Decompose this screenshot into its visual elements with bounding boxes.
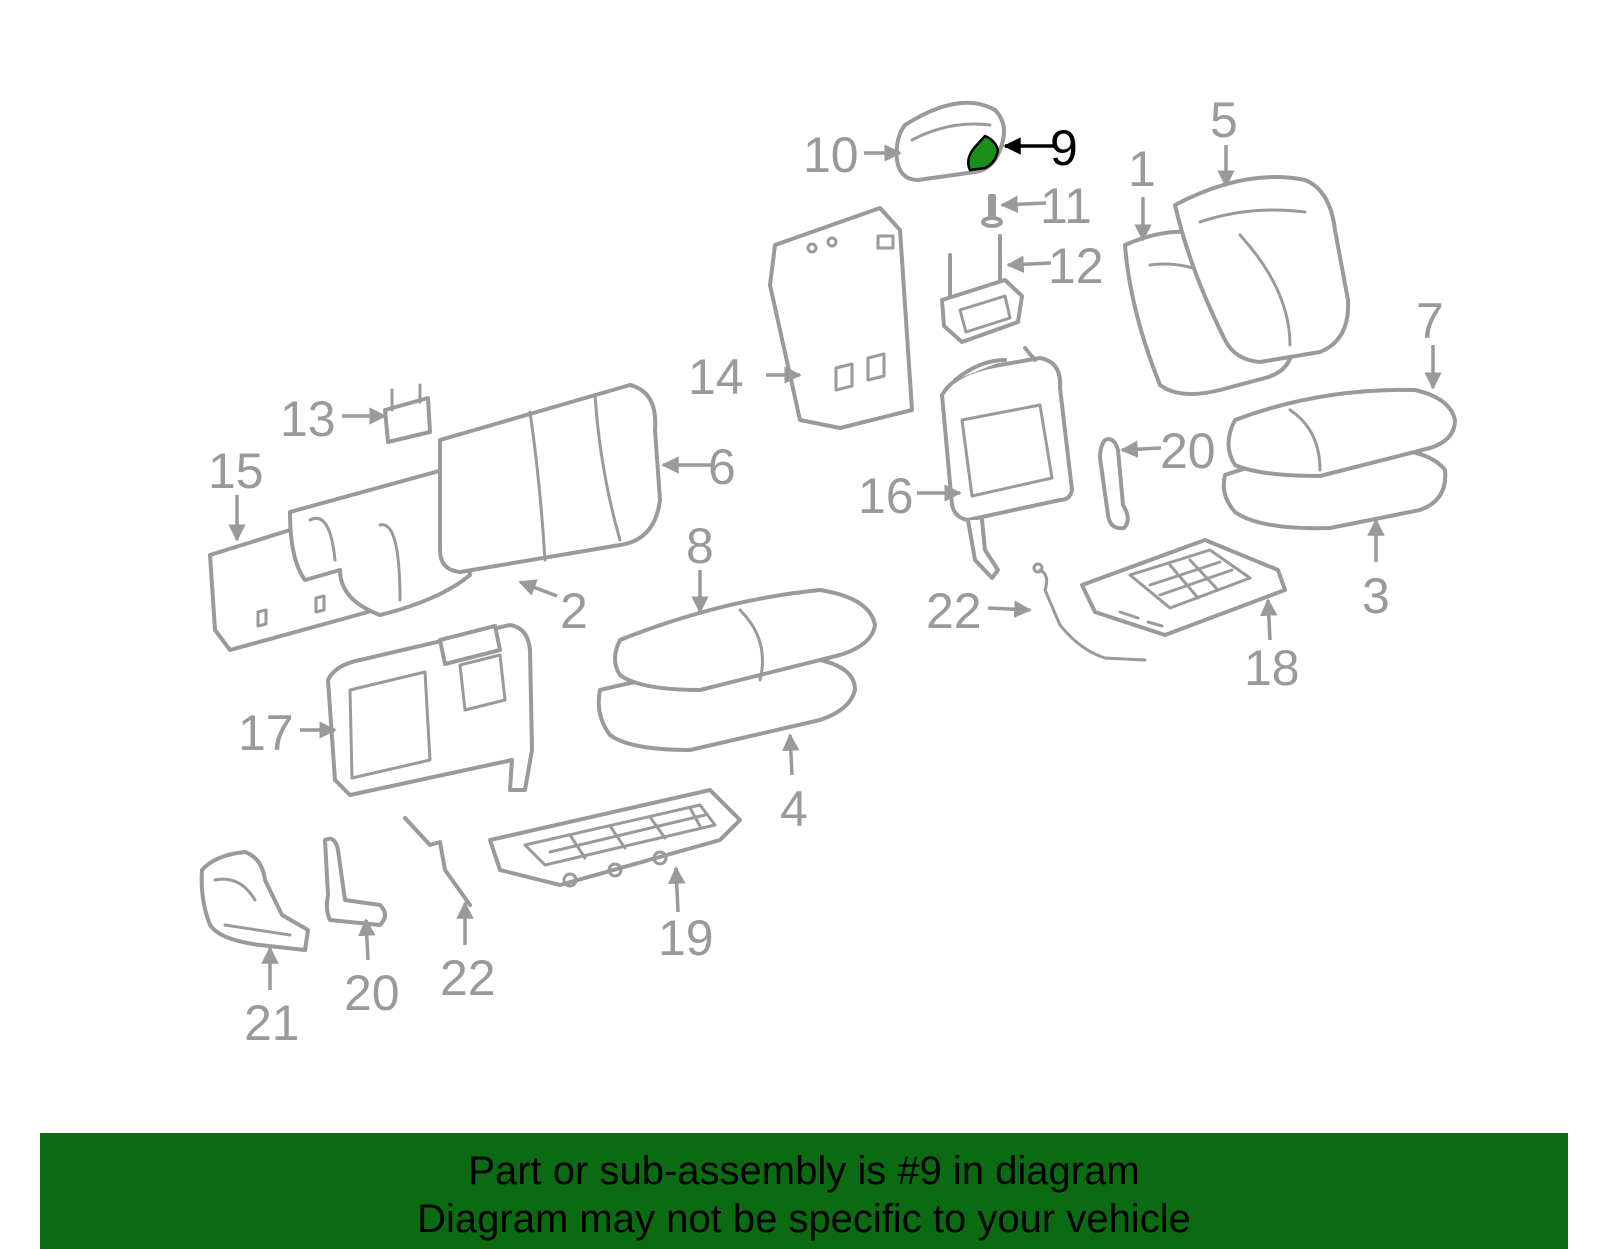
leader-lines (228, 137, 1442, 990)
callout-22-right[interactable]: 22 (926, 583, 982, 639)
part-12-bracket[interactable] (940, 234, 1024, 344)
banner-line-disclaimer: Diagram may not be specific to your vehi… (417, 1197, 1191, 1241)
part-22-rod-left[interactable] (403, 816, 472, 907)
part-11-bolt[interactable] (981, 194, 1003, 228)
part-5-back-pad[interactable] (1173, 175, 1351, 364)
callout-20-left[interactable]: 20 (344, 965, 400, 1021)
callout-6[interactable]: 6 (708, 439, 736, 495)
part-20-lever-left[interactable] (323, 836, 387, 927)
part-20-lever-right[interactable] (1098, 437, 1130, 531)
callout-16[interactable]: 16 (858, 468, 914, 524)
callout-11[interactable]: 11 (1040, 178, 1092, 234)
banner-line-part: Part or sub-assembly is #9 in diagram (468, 1149, 1140, 1193)
callout-9[interactable]: 9 (1050, 120, 1078, 176)
callout-22-left[interactable]: 22 (440, 950, 496, 1006)
part-13-bracket[interactable] (383, 383, 432, 444)
callout-1[interactable]: 1 (1128, 141, 1156, 197)
callout-13[interactable]: 13 (280, 391, 336, 447)
part-8-cushion-pad[interactable] (613, 588, 877, 692)
part-2-back-cover[interactable] (288, 466, 472, 617)
callout-18[interactable]: 18 (1244, 640, 1300, 696)
callout-labels: 10 9 11 12 1 5 7 3 20 14 16 22 18 8 4 19… (208, 92, 1444, 1051)
callout-7[interactable]: 7 (1416, 293, 1444, 349)
part-9-headrest-guide[interactable] (966, 134, 1000, 172)
callout-4[interactable]: 4 (780, 781, 808, 837)
callout-2[interactable]: 2 (560, 583, 588, 639)
callout-5[interactable]: 5 (1210, 92, 1238, 148)
part-6-back-pad[interactable] (438, 383, 662, 574)
callout-14[interactable]: 14 (688, 349, 744, 405)
callout-8[interactable]: 8 (686, 518, 714, 574)
callout-15[interactable]: 15 (208, 443, 264, 499)
part-22-cable-right[interactable] (1032, 562, 1147, 662)
info-banner: Part or sub-assembly is #9 in diagram Di… (40, 1133, 1568, 1249)
callout-17[interactable]: 17 (238, 705, 294, 761)
callout-10[interactable]: 10 (803, 127, 859, 183)
part-21-side-cover[interactable] (199, 850, 310, 952)
part-19-cushion-frame[interactable] (488, 788, 742, 888)
part-17-back-frame[interactable] (326, 623, 534, 797)
callout-20-right[interactable]: 20 (1160, 423, 1216, 479)
part-14-back-panel[interactable] (768, 206, 914, 430)
part-16-back-frame[interactable] (940, 346, 1074, 580)
part-7-cushion-pad[interactable] (1226, 387, 1457, 478)
callout-3[interactable]: 3 (1362, 568, 1390, 624)
callout-21[interactable]: 21 (244, 995, 300, 1051)
part-18-cushion-frame[interactable] (1080, 538, 1287, 637)
callout-12[interactable]: 12 (1048, 238, 1104, 294)
callout-19[interactable]: 19 (658, 910, 714, 966)
